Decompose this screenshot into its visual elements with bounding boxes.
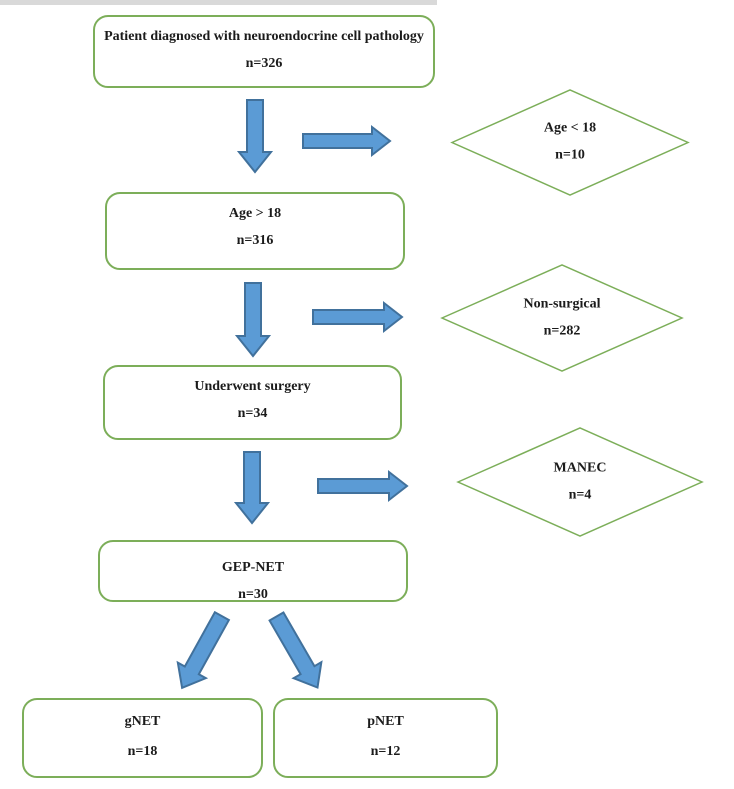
node-non-surgical-count: n=282 bbox=[543, 323, 581, 339]
arrow-down-2-icon bbox=[234, 282, 272, 358]
arrow-right-2-icon bbox=[312, 300, 404, 334]
node-patient: Patient diagnosed with neuroendocrine ce… bbox=[93, 15, 435, 88]
node-age-over-18: Age > 18 n=316 bbox=[105, 192, 405, 270]
arrow-diagonal-left-icon bbox=[176, 610, 231, 690]
node-manec-label: MANEC bbox=[553, 460, 607, 476]
node-non-surgical-label: Non-surgical bbox=[523, 296, 601, 312]
node-gnet-label: gNET bbox=[124, 714, 161, 729]
node-age-under-18-label: Age < 18 bbox=[543, 120, 597, 136]
node-non-surgical: Non-surgical n=282 bbox=[457, 297, 667, 340]
node-manec: MANEC n=4 bbox=[475, 461, 685, 504]
arrow-right-1-icon bbox=[302, 124, 392, 158]
diamond-shape-age-under-18 bbox=[450, 89, 690, 196]
arrow-diagonal-right-icon bbox=[268, 611, 323, 689]
node-age-over-18-label: Age > 18 bbox=[228, 206, 282, 221]
node-patient-label: Patient diagnosed with neuroendocrine ce… bbox=[104, 29, 424, 44]
node-pnet: pNET n=12 bbox=[273, 698, 498, 778]
arrow-down-1-icon bbox=[236, 99, 274, 174]
node-manec-count: n=4 bbox=[568, 487, 592, 503]
arrow-down-3-icon bbox=[233, 451, 271, 525]
node-age-under-18: Age < 18 n=10 bbox=[465, 121, 675, 164]
node-age-under-18-count: n=10 bbox=[555, 147, 585, 163]
node-gnet-count: n=18 bbox=[127, 744, 158, 759]
node-patient-count: n=326 bbox=[245, 56, 283, 71]
node-gep-net-label: GEP-NET bbox=[221, 560, 285, 575]
node-age-over-18-count: n=316 bbox=[236, 233, 274, 248]
node-pnet-count: n=12 bbox=[370, 744, 401, 759]
arrow-right-3-icon bbox=[317, 469, 409, 503]
node-pnet-label: pNET bbox=[367, 714, 404, 729]
node-gep-net: GEP-NET n=30 bbox=[98, 540, 408, 602]
scan-artifact-strip bbox=[0, 0, 437, 5]
node-surgery-count: n=34 bbox=[237, 406, 268, 421]
node-surgery-label: Underwent surgery bbox=[194, 379, 311, 394]
diamond-shape-non-surgical bbox=[440, 264, 684, 372]
node-gnet: gNET n=18 bbox=[22, 698, 263, 778]
node-gep-net-count: n=30 bbox=[238, 587, 268, 602]
node-surgery: Underwent surgery n=34 bbox=[103, 365, 402, 440]
diamond-shape-manec bbox=[456, 427, 704, 537]
